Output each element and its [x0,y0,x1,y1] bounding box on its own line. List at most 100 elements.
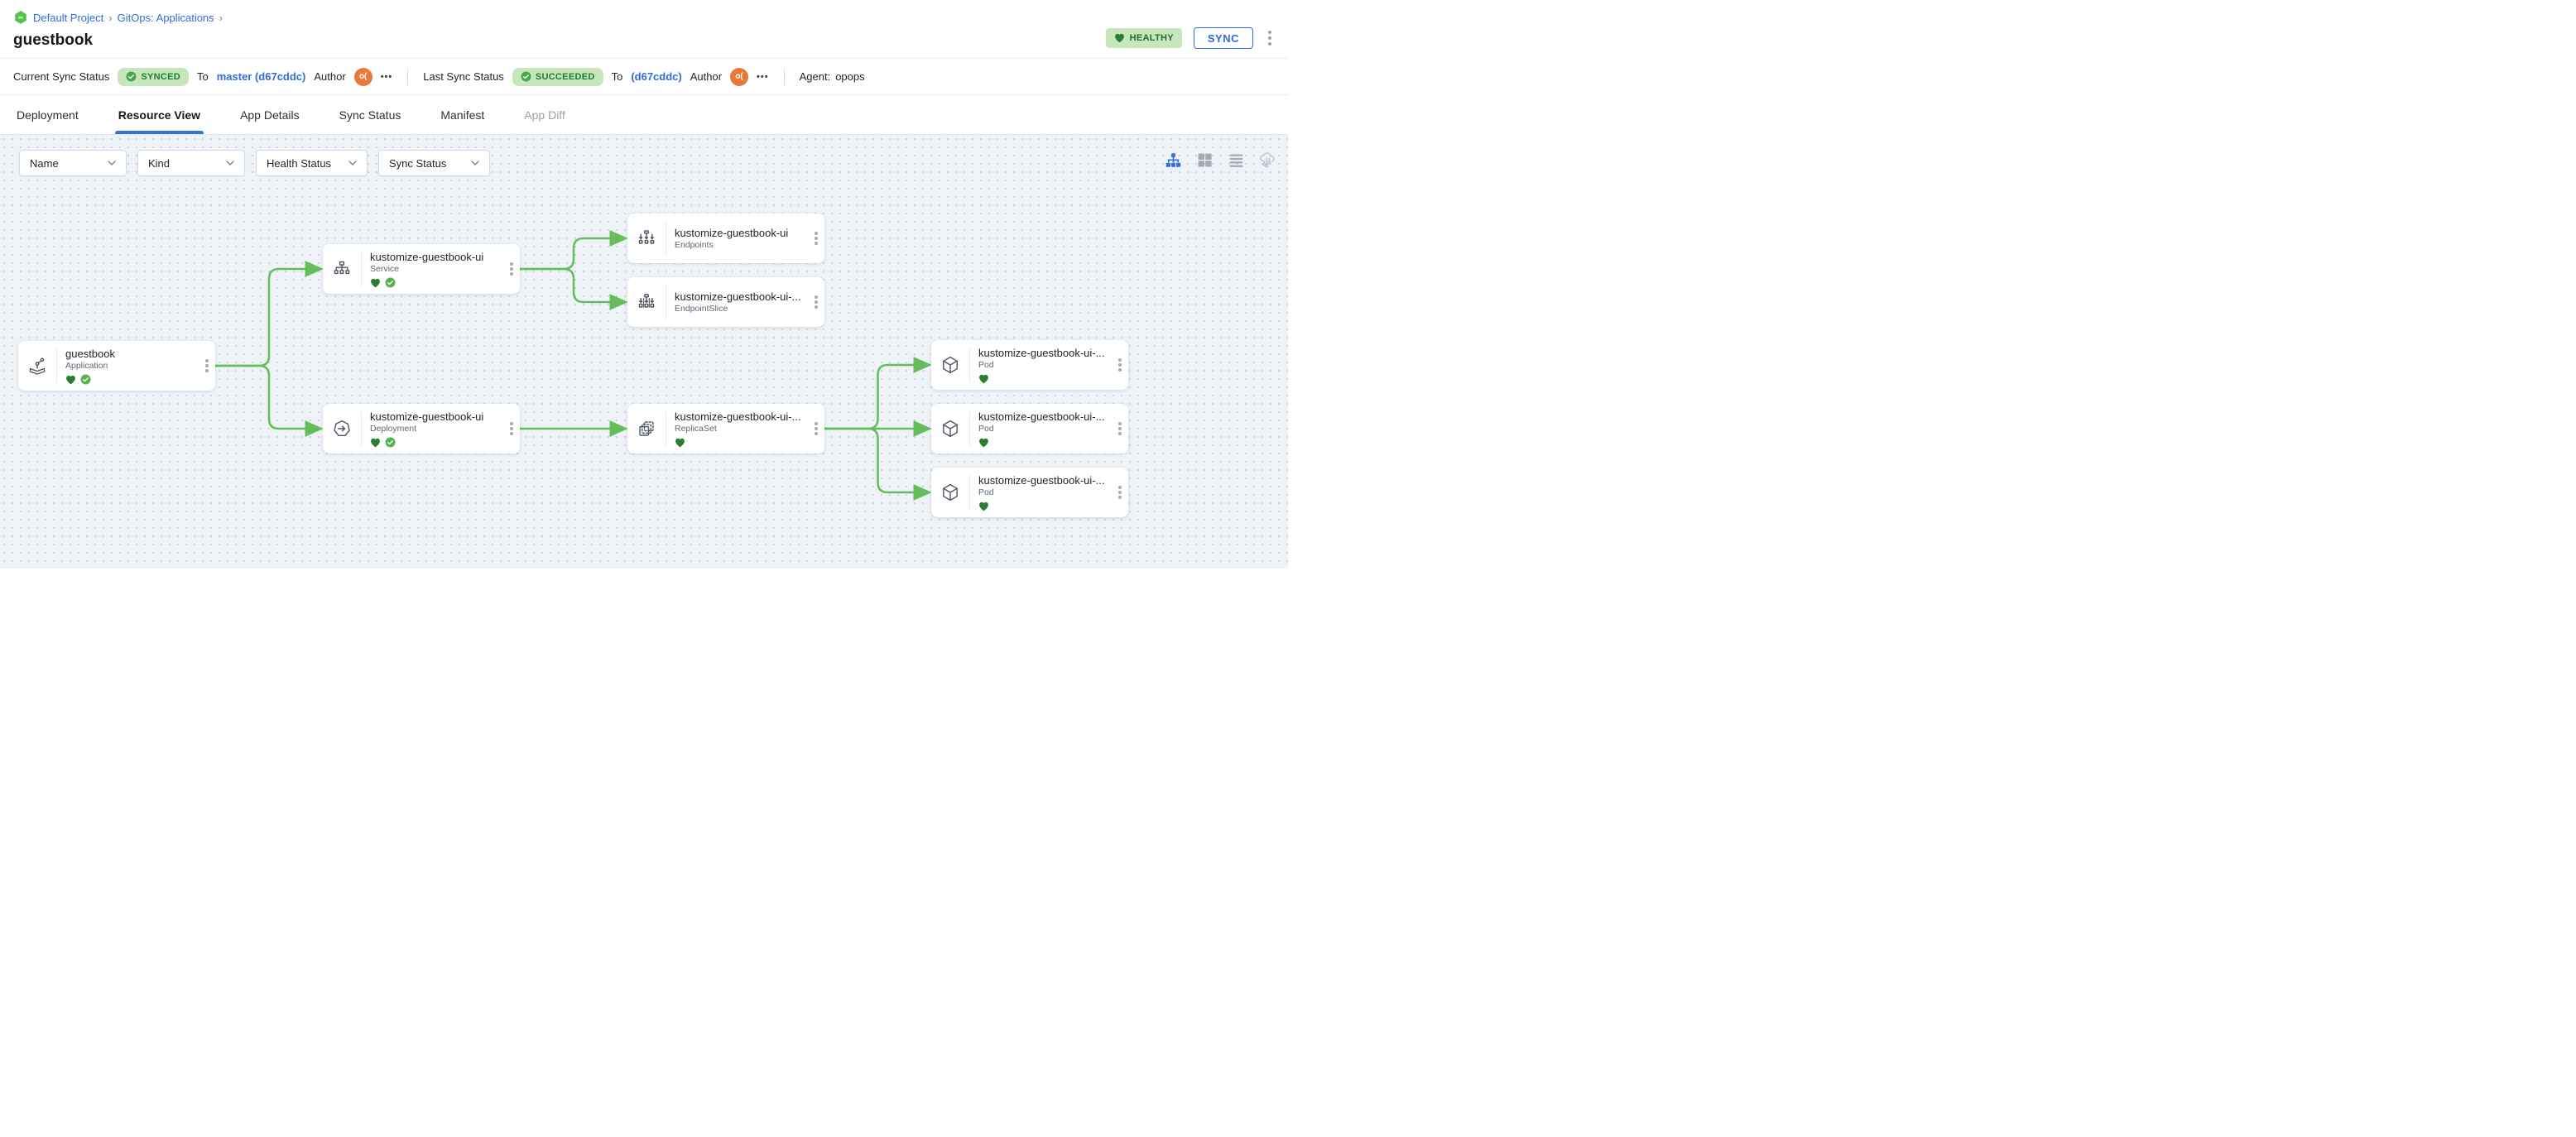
tree-view-icon[interactable] [1165,151,1182,169]
resource-kind: Service [370,263,400,274]
divider [407,68,409,85]
resource-node-pod[interactable]: kustomize-guestbook-ui-...Pod [931,468,1128,517]
resource-kind: Deployment [370,423,417,434]
node-more-menu-icon[interactable] [808,404,824,453]
app-header: ∞ Default Project›GitOps: Applications› … [0,0,1288,58]
resource-kind: Pod [978,359,994,370]
resource-node-replicaset[interactable]: kustomize-guestbook-ui-...ReplicaSet [627,404,824,453]
filter-dropdown-sync-status[interactable]: Sync Status [378,150,490,176]
current-sync-status-label: Current Sync Status [13,70,110,83]
node-more-menu-icon[interactable] [1112,468,1128,517]
app-health-badge: HEALTHY [1105,28,1182,48]
author-avatar: o( [730,67,749,86]
resource-kind: Pod [978,423,994,434]
last-sync-commit-link[interactable]: (d67cddc) [631,70,682,83]
node-more-menu-icon[interactable] [1112,340,1128,390]
current-sync-commit-link[interactable]: master (d67cddc) [216,70,306,83]
tab-deployment[interactable]: Deployment [13,95,82,134]
synced-badge: SYNCED [118,67,189,86]
tab-label: Sync Status [339,108,401,122]
check-circle-icon [126,71,137,82]
author-label: Author [690,70,723,83]
breadcrumb-separator: › [108,11,113,24]
node-more-menu-icon[interactable] [808,277,824,327]
resource-name: kustomize-guestbook-ui [370,410,484,423]
view-mode-switcher [1165,151,1276,169]
gitops-infinity-icon: ∞ [13,10,28,25]
chevron-down-icon [348,160,357,166]
tab-label: App Details [240,108,300,122]
filter-dropdown-health-status[interactable]: Health Status [256,150,368,176]
healthy-heart-icon [978,373,989,384]
resource-node-endpointslice[interactable]: kustomize-guestbook-ui-...EndpointSlice [627,277,824,327]
resource-status-icons [978,437,1110,448]
resource-name: kustomize-guestbook-ui [675,226,789,239]
resource-kind: Application [65,360,108,371]
tab-sync-status[interactable]: Sync Status [336,95,405,134]
resource-node-pod[interactable]: kustomize-guestbook-ui-...Pod [931,404,1128,453]
agent-value: opops [835,70,865,83]
healthy-heart-icon [978,501,989,511]
healthy-heart-icon [675,437,685,448]
resource-kind: ReplicaSet [675,423,717,434]
divider [361,411,362,446]
resource-graph-canvas[interactable]: Name Kind Health Status Sync Status guestbo… [0,135,1288,568]
grid-view-icon[interactable] [1196,151,1214,169]
resource-name: kustomize-guestbook-ui-... [978,346,1105,359]
tab-label: Resource View [118,108,201,122]
pod-icon [931,340,969,390]
resource-status-icons [370,277,502,288]
node-more-menu-icon[interactable] [503,404,520,453]
healthy-heart-icon [65,374,76,385]
deployment-icon [323,404,361,453]
tab-app-diff[interactable]: App Diff [521,95,569,134]
active-tab-indicator [114,131,204,134]
breadcrumb-link[interactable]: GitOps: Applications [117,11,214,24]
breadcrumb-link[interactable]: Default Project [33,11,104,24]
resource-status-icons [370,437,502,448]
resource-status-icons [978,501,1110,511]
node-more-menu-icon[interactable] [199,341,215,391]
node-more-menu-icon[interactable] [808,213,824,263]
author-avatar: o( [353,67,372,86]
cluster-view-icon[interactable] [1259,151,1276,169]
resource-name: kustomize-guestbook-ui [370,250,484,263]
resource-name: kustomize-guestbook-ui-... [978,410,1105,423]
commit-message-expander[interactable]: ••• [380,71,393,82]
resource-graph-edges [214,230,932,501]
resource-node-pod[interactable]: kustomize-guestbook-ui-...Pod [931,340,1128,390]
resource-name: kustomize-guestbook-ui-... [675,290,801,303]
resource-filter-row: Name Kind Health Status Sync Status [19,150,490,176]
divider [969,475,970,510]
endpointslice-icon [627,277,666,327]
filter-label: Sync Status [389,156,447,170]
filter-label: Kind [148,156,171,170]
header-more-menu-icon[interactable] [1265,29,1275,47]
list-view-icon[interactable] [1228,151,1245,169]
pod-icon [931,468,969,517]
node-more-menu-icon[interactable] [1112,404,1128,453]
filter-dropdown-kind[interactable]: Kind [137,150,245,176]
page-title: guestbook [13,31,94,49]
healthy-heart-icon [370,437,381,448]
tab-label: App Diff [524,108,565,122]
chevron-down-icon [226,160,234,166]
filter-dropdown-name[interactable]: Name [19,150,127,176]
node-more-menu-icon[interactable] [503,244,520,294]
tab-app-details[interactable]: App Details [237,95,303,134]
application-icon [18,341,56,391]
commit-message-expander[interactable]: ••• [757,71,769,82]
tab-manifest[interactable]: Manifest [437,95,488,134]
check-circle-icon [521,71,531,82]
resource-name: kustomize-guestbook-ui-... [978,473,1105,487]
divider [361,252,362,286]
app-tab-bar: Deployment Resource View App Details Sync S… [0,95,1288,135]
sync-status-bar: Current Sync Status SYNCED To master (d6… [0,58,1288,95]
tab-resource-view[interactable]: Resource View [114,95,204,134]
sync-button[interactable]: SYNC [1193,27,1253,49]
chevron-down-icon [471,160,479,166]
